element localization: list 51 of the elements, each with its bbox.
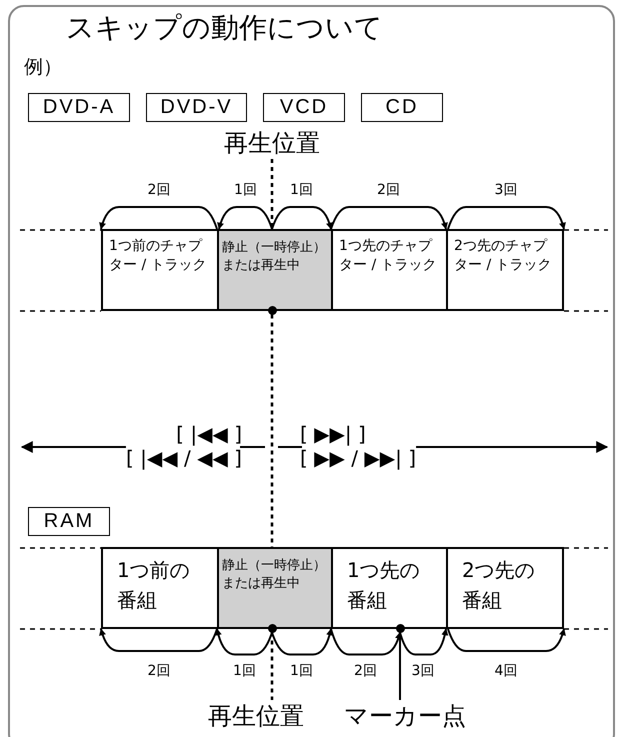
example-label: 例） [24, 55, 62, 80]
current-program-cell: 静止（一時停止）または再生中 [217, 547, 333, 629]
jump-arrow [330, 628, 402, 656]
jump-arrow [447, 206, 566, 230]
program-cell: 1つ先の番組 [331, 547, 448, 629]
edge-label: 3回 [494, 181, 518, 199]
edge-label: 2回 [146, 662, 172, 680]
chapter-cell: 1つ前のチャプター / トラック [101, 229, 219, 311]
edge-label: 2回 [146, 181, 172, 199]
position-dot [268, 306, 276, 314]
button-symbols: [ ▶▶ / ▶▶| ] [300, 446, 416, 470]
jump-arrow [271, 628, 333, 656]
marker-label: マーカー点 [338, 700, 472, 732]
edge-label: 1回 [232, 662, 257, 680]
media-tag: VCD [263, 93, 345, 122]
skip-arrow [20, 441, 126, 453]
edge-label: 1回 [289, 181, 314, 199]
marker-dot [396, 624, 404, 632]
chapter-cell: 1つ先のチャプター / トラック [331, 229, 448, 311]
edge-label: 2回 [353, 662, 378, 680]
jump-arrow [271, 206, 333, 230]
edge-label: 2回 [376, 181, 401, 199]
skip-arrow [416, 441, 608, 453]
position-dot [268, 624, 276, 632]
current-chapter-cell: 静止（一時停止）または再生中 [217, 229, 333, 311]
media-tag: DVD-A [28, 93, 130, 122]
jump-arrow [217, 206, 273, 230]
jump-arrow [447, 628, 566, 652]
position-label: 再生位置 [212, 127, 332, 159]
edge-label: 3回 [410, 662, 436, 680]
edge-label: 4回 [494, 662, 518, 680]
media-tag: DVD-V [146, 93, 247, 122]
dotted-position-line [270, 632, 274, 700]
media-tag: CD [361, 93, 443, 122]
dotted-position-line [270, 314, 274, 547]
edge-label: 1回 [289, 662, 314, 680]
jump-arrow [99, 206, 218, 230]
jump-arrow [330, 206, 448, 230]
position-label: 再生位置 [196, 700, 316, 732]
jump-arrow [215, 628, 273, 656]
button-symbols: [ |◀◀ ] [175, 422, 242, 446]
program-cell: 2つ先の番組 [446, 547, 564, 629]
button-symbols: [ |◀◀ / ◀◀ ] [126, 446, 242, 470]
jump-arrow [99, 628, 218, 652]
program-cell: 1つ前の番組 [101, 547, 219, 629]
jump-arrow [399, 628, 448, 656]
diagram-title: スキップの動作について [66, 10, 383, 46]
edge-label: 1回 [233, 181, 258, 199]
media-tag: RAM [28, 507, 110, 536]
chapter-cell: 2つ先のチャプター / トラック [446, 229, 564, 311]
button-symbols: [ ▶▶| ] [300, 422, 367, 446]
